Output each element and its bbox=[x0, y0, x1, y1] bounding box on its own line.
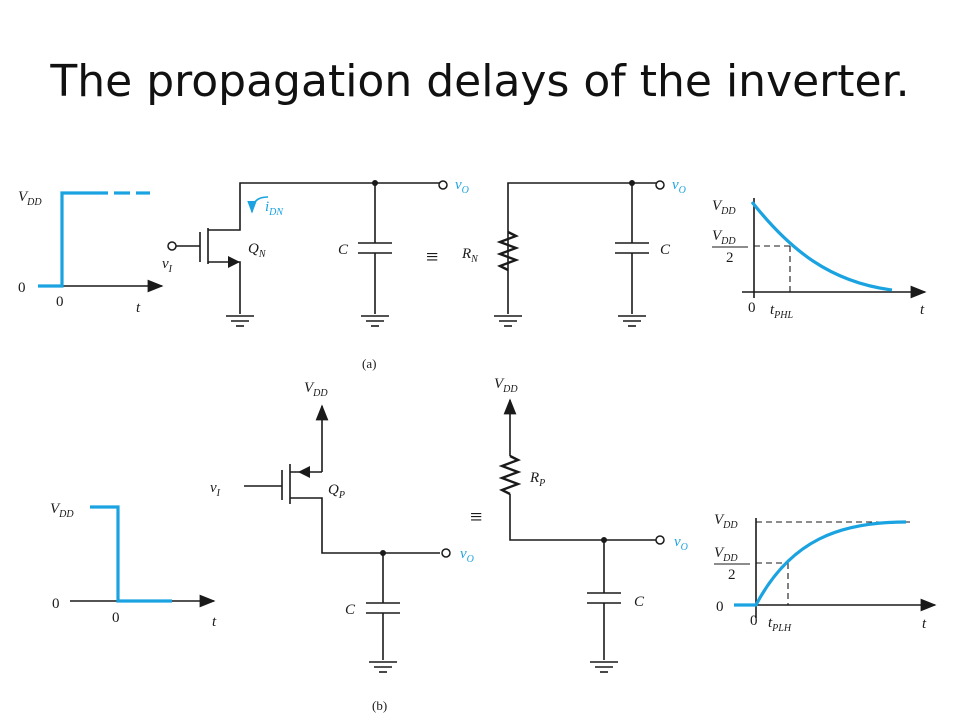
svg-text:t: t bbox=[212, 614, 217, 630]
rp-equivalent: VDD vO RP C bbox=[494, 376, 688, 673]
svg-text:0: 0 bbox=[52, 596, 60, 612]
svg-text:iDN: iDN bbox=[265, 199, 284, 218]
svg-text:QN: QN bbox=[248, 241, 267, 260]
svg-text:VDD: VDD bbox=[714, 512, 738, 531]
svg-text:vI: vI bbox=[162, 256, 173, 275]
rn-equivalent: vO RN C bbox=[461, 177, 686, 327]
pmos-circuit: VDD vO vI QP C bbox=[210, 380, 474, 673]
svg-text:VDD: VDD bbox=[714, 545, 738, 564]
svg-text:tPHL: tPHL bbox=[770, 302, 794, 321]
svg-text:vO: vO bbox=[674, 534, 688, 553]
discharge-plot: VDD VDD 2 0 tPHL t bbox=[712, 198, 927, 321]
svg-text:vI: vI bbox=[210, 480, 221, 499]
charge-plot: VDD VDD 2 0 0 tPLH t bbox=[714, 512, 937, 634]
svg-text:vO: vO bbox=[672, 177, 686, 196]
svg-text:VDD: VDD bbox=[304, 380, 328, 399]
svg-text:C: C bbox=[660, 242, 671, 258]
svg-text:0: 0 bbox=[748, 300, 756, 316]
svg-text:C: C bbox=[345, 602, 356, 618]
svg-text:C: C bbox=[338, 242, 349, 258]
svg-text:RN: RN bbox=[461, 246, 479, 265]
svg-text:t: t bbox=[920, 302, 925, 318]
svg-text:0: 0 bbox=[750, 613, 758, 629]
caption-a: (a) bbox=[362, 356, 376, 371]
svg-text:C: C bbox=[634, 594, 645, 610]
svg-text:vO: vO bbox=[460, 546, 474, 565]
svg-text:VDD: VDD bbox=[50, 501, 74, 520]
nmos-circuit: vO iDN vI QN C bbox=[162, 177, 469, 327]
svg-text:t: t bbox=[922, 616, 927, 632]
svg-text:0: 0 bbox=[112, 610, 120, 626]
svg-text:vO: vO bbox=[455, 177, 469, 196]
svg-text:QP: QP bbox=[328, 482, 345, 501]
svg-text:2: 2 bbox=[728, 567, 736, 583]
caption-b: (b) bbox=[372, 698, 387, 713]
svg-text:VDD: VDD bbox=[712, 198, 736, 217]
input-step-a: VDD 0 0 t bbox=[18, 189, 164, 316]
svg-text:VDD: VDD bbox=[18, 189, 42, 208]
svg-text:0: 0 bbox=[56, 294, 64, 310]
svg-text:0: 0 bbox=[716, 599, 724, 615]
svg-text:0: 0 bbox=[18, 280, 26, 296]
svg-text:t: t bbox=[136, 300, 141, 316]
slide-title: The propagation delays of the inverter. bbox=[50, 56, 910, 107]
svg-text:≡: ≡ bbox=[470, 504, 482, 529]
svg-text:tPLH: tPLH bbox=[768, 615, 792, 634]
svg-text:2: 2 bbox=[726, 250, 734, 266]
svg-text:RP: RP bbox=[529, 470, 545, 489]
svg-text:VDD: VDD bbox=[494, 376, 518, 395]
svg-text:≡: ≡ bbox=[426, 244, 438, 269]
svg-text:VDD: VDD bbox=[712, 228, 736, 247]
input-step-b: VDD 0 0 t bbox=[50, 501, 217, 630]
